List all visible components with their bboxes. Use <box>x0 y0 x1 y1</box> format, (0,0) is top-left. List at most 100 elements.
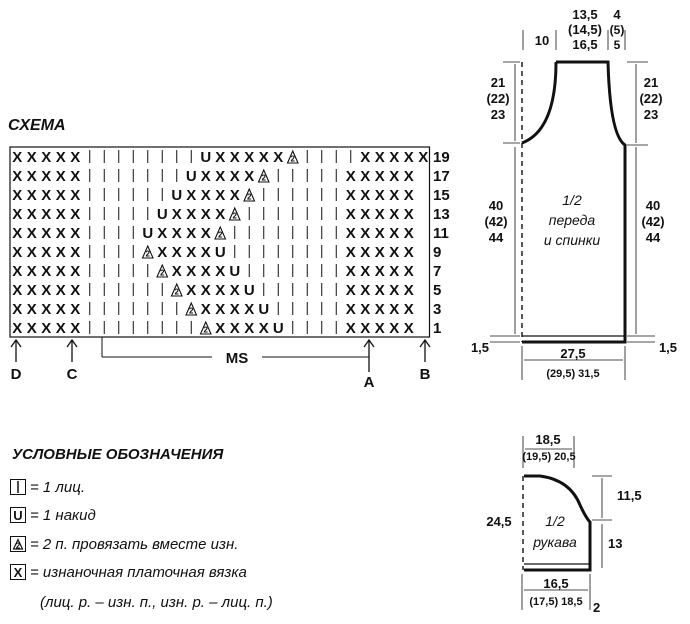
garter-stitch-cell: X <box>186 187 196 204</box>
body-hem-r: 1,5 <box>659 340 677 355</box>
sleeve-top-a: 18,5 <box>535 432 560 447</box>
garter-stitch-cell: X <box>346 244 356 261</box>
garter-stitch-cell: X <box>41 206 51 223</box>
garter-stitch-cell: X <box>360 263 370 280</box>
garter-stitch-cell: X <box>404 168 414 185</box>
row-number: 5 <box>433 282 441 299</box>
garter-stitch-cell: X <box>186 282 196 299</box>
marker-ms-label: MS <box>226 350 249 367</box>
garter-stitch-cell: X <box>230 282 240 299</box>
garter-stitch-cell: X <box>12 263 22 280</box>
garter-stitch-cell: X <box>41 263 51 280</box>
marker-d-label: D <box>11 366 22 383</box>
garter-stitch-cell: X <box>404 320 414 337</box>
marker-a: A <box>363 338 375 391</box>
purl-two-together-cell: 2 <box>156 263 169 278</box>
garter-stitch-cell: X <box>375 263 385 280</box>
garter-stitch-cell: X <box>259 320 269 337</box>
garter-stitch-cell: X <box>346 168 356 185</box>
garter-stitch-cell: X <box>56 225 66 242</box>
garter-stitch-cell: X <box>215 263 225 280</box>
svg-text:2: 2 <box>291 155 296 164</box>
garter-stitch-cell: X <box>360 301 370 318</box>
garter-stitch-cell: X <box>12 206 22 223</box>
yarn-over-cell: U <box>157 206 168 223</box>
garter-stitch-cell: X <box>389 225 399 242</box>
garter-stitch-cell: X <box>70 263 80 280</box>
garter-stitch-cell: X <box>172 244 182 261</box>
garter-stitch-cell: X <box>27 320 37 337</box>
body-pattern: 13,5 (14,5) 16,5 4 (5) 5 10 21 (22) 23 2… <box>471 7 677 380</box>
sleeve-label-2: рукава <box>532 534 577 550</box>
legend-item-p2tog: 2 = 2 п. провязать вместе изн. <box>10 533 238 555</box>
svg-text:2: 2 <box>247 193 252 202</box>
schema-title: СХЕМА <box>8 117 66 134</box>
sleeve-side: 13 <box>608 536 622 551</box>
marker-b: B <box>419 338 431 383</box>
garter-stitch-cell: X <box>27 225 37 242</box>
body-side-l-a: 40 <box>489 198 503 213</box>
garter-stitch-cell: X <box>12 225 22 242</box>
garter-stitch-cell: X <box>27 149 37 166</box>
svg-text:2: 2 <box>175 288 180 297</box>
yarn-over-cell: U <box>258 301 269 318</box>
garter-stitch-cell: X <box>70 149 80 166</box>
garter-stitch-cell: X <box>273 149 283 166</box>
garter-stitch-cell: X <box>215 206 225 223</box>
garter-stitch-cell: X <box>172 225 182 242</box>
sleeve-cap: 11,5 <box>617 488 642 503</box>
body-arm-r-a: 21 <box>644 75 658 90</box>
garter-stitch-cell: X <box>346 320 356 337</box>
garter-stitch-cell: X <box>70 187 80 204</box>
garter-stitch-cell: X <box>404 187 414 204</box>
garter-stitch-cell: X <box>186 206 196 223</box>
garter-stitch-cell: X <box>360 244 370 261</box>
garter-stitch-cell: X <box>12 187 22 204</box>
garter-stitch-cell: X <box>70 244 80 261</box>
purl-two-together-cell: 2 <box>243 187 256 202</box>
legend-item-yarn-over: U = 1 накид <box>10 504 96 526</box>
garter-stitch-cell: X <box>201 282 211 299</box>
garter-stitch-cell: X <box>389 244 399 261</box>
garter-stitch-cell: X <box>27 301 37 318</box>
body-side-r-c: 44 <box>646 230 661 245</box>
body-side-l-c: 44 <box>489 230 504 245</box>
yarn-over-cell: U <box>186 168 197 185</box>
body-neck: 10 <box>535 33 549 48</box>
garter-stitch-cell: X <box>259 149 269 166</box>
garter-stitch-cell: X <box>244 301 254 318</box>
garter-stitch-cell: X <box>12 244 22 261</box>
garter-stitch-cell: X <box>186 225 196 242</box>
garter-stitch-cell: X <box>215 149 225 166</box>
garter-stitch-cell: X <box>41 282 51 299</box>
row-number: 9 <box>433 244 441 261</box>
legend-note: (лиц. р. – изн. п., изн. р. – лиц. п.) <box>40 594 273 611</box>
svg-text:2: 2 <box>189 307 194 316</box>
body-arm-r-c: 23 <box>644 107 658 122</box>
row-number: 15 <box>433 187 450 204</box>
svg-text:2: 2 <box>160 269 165 278</box>
body-label-2: переда <box>549 212 596 228</box>
garter-stitch-cell: X <box>230 301 240 318</box>
garter-stitch-cell: X <box>56 263 66 280</box>
sleeve-cuff: 2 <box>593 600 600 615</box>
body-outline <box>522 60 627 344</box>
knit-stitch-icon <box>10 479 26 495</box>
garter-stitch-cell: X <box>346 301 356 318</box>
garter-stitch-cell: X <box>201 263 211 280</box>
garter-stitch-cell: X <box>360 320 370 337</box>
marker-c: C <box>66 338 78 383</box>
purl-two-together-cell: 2 <box>228 206 241 221</box>
garter-stitch-cell: X <box>172 206 182 223</box>
legend-item-knit: = 1 лиц. <box>10 476 85 498</box>
garter-stitch-cell: X <box>389 282 399 299</box>
row-number: 1 <box>433 320 441 337</box>
marker-b-label: B <box>420 366 431 383</box>
garter-stitch-cell: X <box>230 187 240 204</box>
sleeve-bottom-a: 16,5 <box>543 576 568 591</box>
body-arm-l-b: (22) <box>486 91 509 106</box>
garter-stitch-icon: X <box>10 564 26 580</box>
garter-stitch-cell: X <box>375 187 385 204</box>
purl-two-together-cell: 2 <box>185 301 198 316</box>
